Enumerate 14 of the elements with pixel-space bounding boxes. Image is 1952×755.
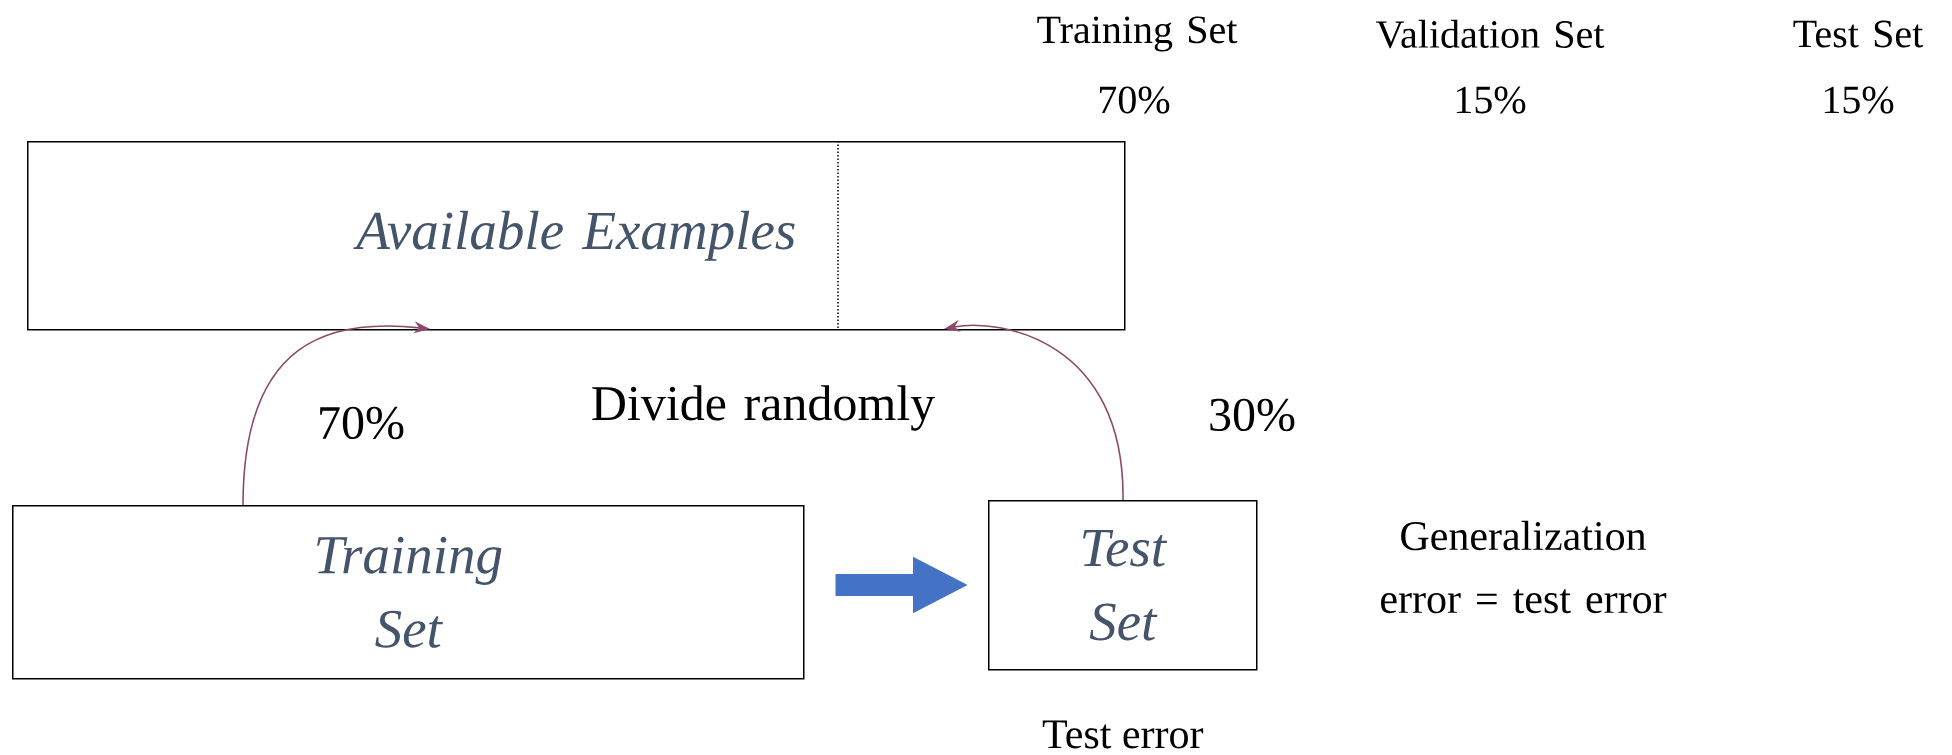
label: Training Set: [1037, 16, 1238, 52]
text-box: Training Set: [12, 505, 805, 680]
label: Validation Set: [1376, 19, 1605, 49]
text-box: Test Set: [988, 500, 1258, 671]
label: 15%: [1824, 86, 1894, 114]
text-box: Available Examples: [27, 141, 1126, 331]
label: Divide randomly: [592, 385, 936, 431]
edge-label: 30%: [1210, 398, 1295, 432]
label: Generalization error = test error: [1381, 520, 1667, 614]
edge-label: 70%: [320, 406, 404, 440]
label: 70%: [1100, 86, 1170, 114]
label: 15%: [1456, 86, 1526, 114]
label: Test Set: [1793, 20, 1923, 48]
node-label: Test error: [1042, 720, 1204, 749]
